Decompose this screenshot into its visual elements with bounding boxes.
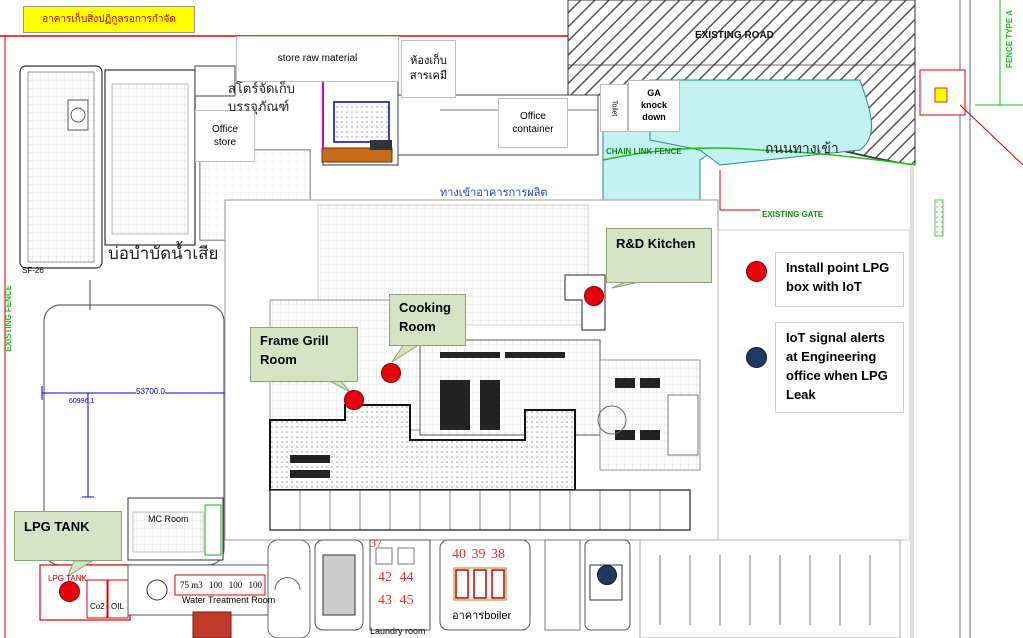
fence-type-label: FENCE TYPE A xyxy=(1005,10,1014,68)
laundry-room-label: Laundry room xyxy=(370,626,426,636)
lpg-tank-small-label: LPG TANK xyxy=(48,574,87,583)
co2-label: Co2 xyxy=(90,602,105,611)
legend-install-point: Install point LPG box with IoT xyxy=(775,252,904,307)
dimension-horizontal-label: 53700.0 xyxy=(136,387,165,396)
legend-navy-marker-icon xyxy=(746,347,767,368)
raw-material-area xyxy=(321,69,599,166)
office-store-label: Office store xyxy=(195,110,255,162)
existing-fence-label: EXISTING FENCE xyxy=(4,285,13,352)
lot-numbers-row2: 43 45 xyxy=(378,593,414,608)
gate-pointer-line xyxy=(719,170,760,211)
utility-area xyxy=(39,497,311,638)
mc-room-label: MC Room xyxy=(148,514,189,524)
ga-knock-down-label: GA knock down xyxy=(628,80,680,132)
sf-code-label: SF-26 xyxy=(22,266,44,275)
oil-label: OIL xyxy=(111,602,124,611)
lpg-tank-callout: LPG TANK xyxy=(14,511,122,561)
right-parking xyxy=(717,165,914,638)
packaging-store-label: สโตร์จัดเก็บ บรรจุภัณฑ์ xyxy=(228,81,295,114)
boiler-building-label: อาคารboiler xyxy=(452,610,512,622)
cooking-room-callout: Cooking Room xyxy=(389,294,466,346)
bottom-buildings xyxy=(314,539,901,638)
water-treatment-label: Water Treatment Room xyxy=(182,595,276,605)
rd-kitchen-callout: R&D Kitchen xyxy=(606,228,712,283)
frame-grill-room-callout: Frame Grill Room xyxy=(250,327,358,382)
existing-road-label: EXISTING ROAD xyxy=(695,30,774,41)
legend-iot-alert: IoT signal alerts at Engineering office … xyxy=(775,322,904,413)
toilet-label: Toilet xyxy=(600,84,628,132)
waste-building-title: อาคารเก็บสิ่งปฏิกูลรอการกำจัด xyxy=(23,6,195,33)
lot-numbers-boiler: 40 39 38 xyxy=(452,547,505,562)
left-building xyxy=(19,65,311,310)
right-fence-strip xyxy=(919,0,1023,237)
lot-number-37: 37 xyxy=(370,536,382,550)
iot-engineering-office-marker[interactable] xyxy=(597,565,617,585)
wastewater-pond-label: บ่อบำบัดน้ำเสีย xyxy=(108,244,219,263)
office-container-label: Office container xyxy=(498,98,568,148)
existing-gate-label: EXISTING GATE xyxy=(762,210,824,219)
entrance-road-label: ถนนทางเข้า xyxy=(765,140,839,156)
lot-numbers-row1: 42 44 xyxy=(378,570,414,585)
install-point-lpg-tank-marker[interactable] xyxy=(59,581,80,602)
factory-entrance-label: ทางเข้าอาคารการผลิต xyxy=(440,187,548,199)
install-point-rd-kitchen-marker[interactable] xyxy=(584,286,604,306)
legend-red-marker-icon xyxy=(746,261,767,282)
tank-capacities: 75 m3 100 100 100 xyxy=(180,580,263,590)
chemical-store-label: ห้องเก็บ สารเคมี xyxy=(401,40,456,98)
pond-area-right xyxy=(649,79,873,166)
chain-link-fence-line xyxy=(602,147,916,166)
install-point-frame-grill-marker[interactable] xyxy=(344,390,364,410)
store-raw-material-label: store raw material xyxy=(236,36,399,82)
chain-link-fence-label: CHAIN LINK FENCE xyxy=(606,147,682,156)
install-point-cooking-room-marker[interactable] xyxy=(381,363,401,383)
dimension-vertical-label: 60996.1 xyxy=(69,398,95,405)
